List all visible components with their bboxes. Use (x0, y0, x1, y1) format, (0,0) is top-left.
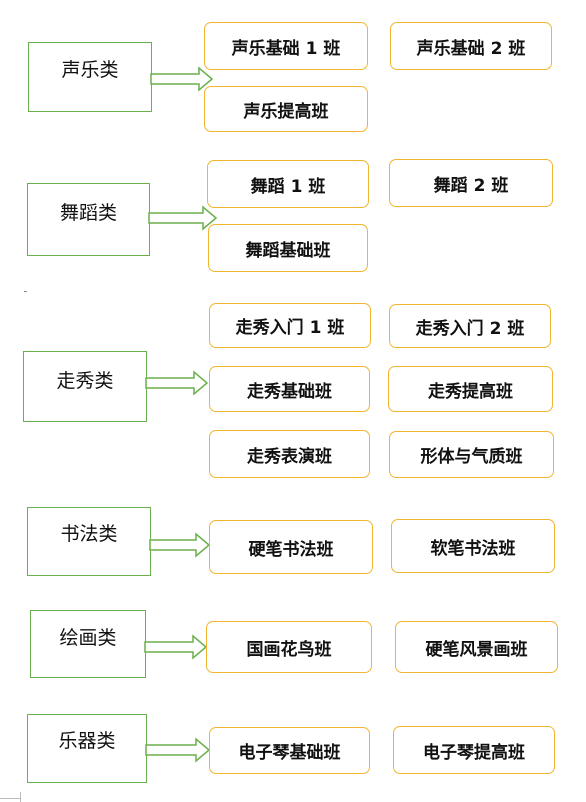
class-box: 国画花鸟班 (206, 621, 372, 673)
class-box: 舞蹈基础班 (208, 224, 368, 272)
arrow-right-icon (148, 205, 218, 231)
category-box-instrument: 乐器类 (27, 714, 147, 783)
page-corner-mark (20, 792, 21, 802)
category-box-catwalk: 走秀类 (23, 351, 147, 422)
class-box: 硬笔书法班 (209, 520, 373, 574)
arrow-right-icon (145, 370, 209, 396)
arrow-right-icon (149, 532, 211, 558)
category-label: 书法类 (60, 523, 118, 545)
class-box: 走秀入门 1 班 (209, 303, 371, 348)
class-box: 硬笔风景画班 (395, 621, 558, 673)
class-box: 舞蹈 2 班 (389, 159, 553, 207)
class-box: 电子琴提高班 (393, 726, 555, 774)
arrow-right-icon (145, 737, 211, 763)
class-box: 走秀表演班 (209, 430, 370, 478)
category-label: 舞蹈类 (59, 202, 117, 224)
class-box: 形体与气质班 (389, 431, 554, 478)
category-box-dance: 舞蹈类 (27, 183, 150, 256)
class-box: 走秀提高班 (388, 366, 553, 412)
stray-mark (24, 291, 27, 292)
arrow-right-icon (144, 634, 208, 660)
class-box: 声乐提高班 (204, 86, 368, 132)
class-box: 声乐基础 1 班 (204, 22, 368, 70)
category-label: 走秀类 (56, 370, 114, 392)
category-label: 绘画类 (59, 627, 117, 649)
category-box-vocal: 声乐类 (28, 42, 152, 112)
category-label: 乐器类 (58, 730, 116, 752)
arrow-right-icon (150, 66, 214, 92)
page-corner-mark (0, 798, 20, 799)
class-box: 电子琴基础班 (209, 727, 370, 774)
class-box: 走秀入门 2 班 (389, 304, 551, 348)
category-box-painting: 绘画类 (30, 610, 146, 678)
class-box: 软笔书法班 (391, 519, 555, 573)
class-box: 声乐基础 2 班 (390, 22, 552, 70)
class-box: 走秀基础班 (209, 366, 370, 412)
category-box-calligraphy: 书法类 (27, 507, 151, 576)
class-box: 舞蹈 1 班 (207, 160, 369, 208)
category-label: 声乐类 (61, 59, 119, 81)
